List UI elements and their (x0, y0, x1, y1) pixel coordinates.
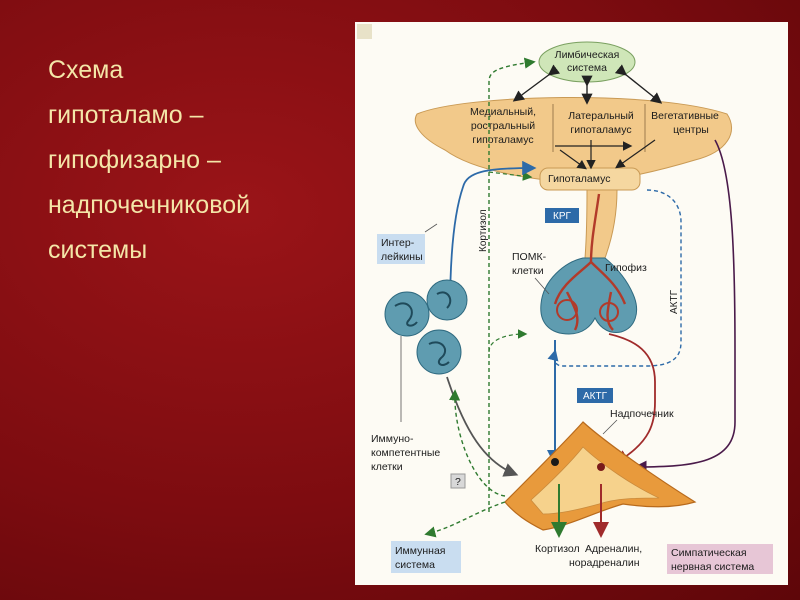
label-sympathetic-2: нервная система (671, 561, 754, 573)
label-cortisol-bottom: Кортизол (535, 543, 580, 555)
label-sympathetic-1: Симпатическая (671, 547, 747, 559)
pituitary-vessel-loop-2 (599, 302, 619, 322)
medulla-dot (597, 463, 605, 471)
diagram-svg: Гипоталамус Лимбическая система Медиальн… (357, 24, 773, 574)
cortisol-to-immune (448, 389, 506, 497)
arrow-medial-hyp (559, 149, 587, 170)
immune-system-box (391, 541, 461, 573)
interleukins-pointer (424, 223, 438, 233)
label-immune-2: система (395, 559, 435, 571)
label-acth-box: АКТГ (583, 391, 608, 402)
immune-cell-3 (416, 329, 462, 375)
label-question: ? (455, 476, 461, 488)
label-limbic-1: Лимбическая (555, 49, 620, 61)
label-hypothalamus: Гипоталамус (548, 173, 610, 185)
diagram-figure: Гипоталамус Лимбическая система Медиальн… (355, 22, 788, 585)
interleukins-box (377, 234, 425, 264)
label-cortisol-vertical: Кортизол (478, 209, 489, 252)
label-medial-3: гипоталамус (472, 134, 533, 146)
label-lateral-2: гипоталамус (570, 124, 631, 136)
label-interleukins-1: Интер- (381, 237, 415, 249)
label-limbic-2: система (567, 62, 607, 74)
label-veg-1: Вегетативные (651, 110, 719, 122)
acth-box (577, 388, 613, 403)
adrenal-pointer (602, 419, 618, 435)
acth-feedback-loop (547, 189, 682, 367)
title-line-5: системы (48, 236, 148, 264)
title-line-1: Схема (48, 56, 124, 84)
adrenal-medulla (530, 446, 660, 515)
immune-cell-1 (384, 291, 430, 337)
arrow-limbic-veg (614, 64, 663, 104)
pituitary-vessels (553, 193, 627, 331)
label-adrenaline-2: норадреналин (569, 557, 640, 569)
pituitary-vessel-loop-1 (556, 299, 578, 321)
label-immuno-3: клетки (371, 461, 403, 473)
adrenaline-path (608, 333, 656, 464)
title-line-3: гипофизарно – (48, 146, 221, 174)
title-line-2: гипоталамо – (48, 101, 204, 129)
corner-swatch (357, 24, 372, 39)
label-adrenal: Надпочечник (610, 408, 674, 420)
pomc-pointer (534, 277, 550, 295)
label-adrenaline-1: Адреналин, (585, 543, 642, 555)
label-lateral-1: Латеральный (568, 110, 634, 122)
cortisol-to-pituitary (488, 329, 528, 353)
slide-title: Схема гипоталамо – гипофизарно – надпоче… (48, 48, 348, 273)
label-medial-1: Медиальный, (470, 106, 536, 118)
label-interleukins-2: лейкины (381, 251, 423, 263)
crh-box (545, 208, 579, 223)
immune-to-adrenal-arrow (446, 376, 519, 477)
label-pomc-1: ПОМК- (512, 251, 547, 263)
cortisol-feedback-path (488, 57, 536, 512)
label-immuno-1: Иммуно- (371, 433, 414, 445)
immune-cell-2 (426, 279, 468, 321)
label-pituitary: Гипофиз (605, 262, 647, 274)
question-box (450, 473, 466, 489)
label-medial-2: ростральный (471, 120, 535, 132)
immune-cells (384, 279, 468, 375)
pituitary-gland (540, 257, 637, 335)
pituitary-stalk (584, 189, 618, 259)
arrow-limbic-medial (512, 64, 561, 102)
arrow-veg-hyp (615, 139, 656, 169)
cortisol-to-immune-system (424, 501, 506, 538)
sympathetic-path (633, 139, 736, 474)
label-veg-2: центры (673, 124, 709, 136)
label-immuno-2: компетентные (371, 447, 440, 459)
hypothalamus-shape (414, 97, 732, 185)
sympathetic-box (667, 544, 773, 574)
cortex-dot (551, 458, 559, 466)
label-pomc-2: клетки (512, 265, 544, 277)
label-acth-vertical: АКТГ (669, 289, 680, 314)
title-line-4: надпочечниковой (48, 191, 251, 219)
label-immune-1: Иммунная (395, 545, 445, 557)
label-crh: КРГ (553, 211, 571, 222)
